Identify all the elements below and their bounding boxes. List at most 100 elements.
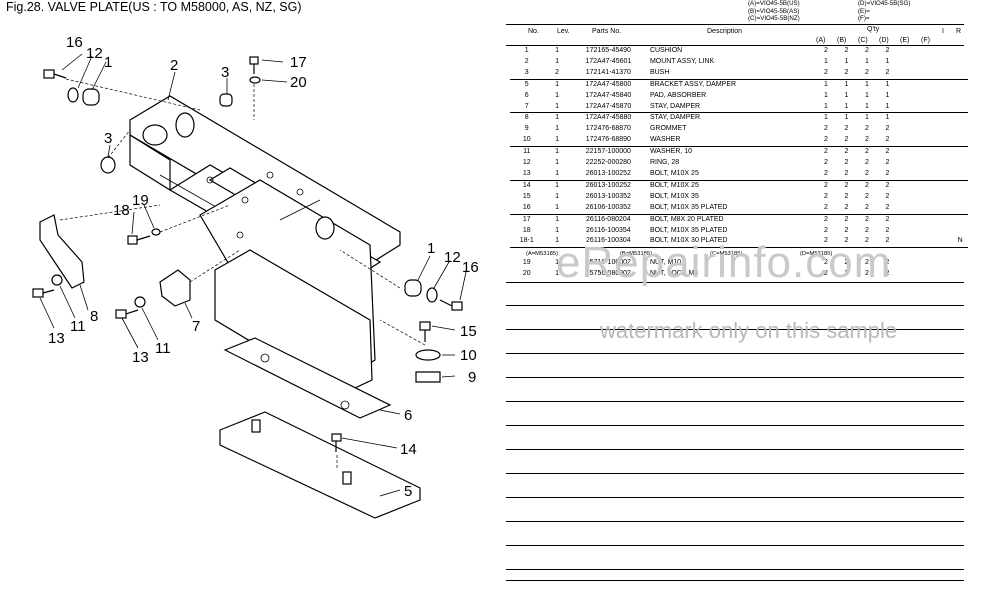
cell-desc: NUT, M10 — [645, 247, 816, 269]
cell-no: 2 — [524, 57, 529, 65]
rule-line — [506, 353, 964, 354]
table-top-rule — [506, 24, 964, 25]
cell-pn: 172A47-45601 — [585, 57, 632, 65]
cell-desc: BOLT, M8X 20 PLATED — [645, 213, 816, 226]
cell-c: 1 — [865, 91, 869, 99]
cell-desc: MOUNT ASSY, LINK — [649, 57, 715, 65]
cell-e — [898, 57, 918, 68]
cell-a: 2 — [815, 247, 837, 269]
cell-pn: 25716-100002 — [570, 247, 646, 269]
cell-r — [952, 226, 968, 237]
cell-i — [939, 124, 953, 135]
cell-pn: 26013-100252 — [585, 169, 631, 177]
cell-e — [898, 192, 918, 203]
cell-pn: 172141-41370 — [585, 68, 631, 76]
header-parts-no: Parts No. — [592, 28, 622, 35]
cell-lev: 1 — [555, 91, 560, 99]
callout-3b: 3 — [104, 130, 112, 147]
cell-lev: 1 — [555, 159, 560, 167]
cell-i — [939, 135, 953, 146]
cell-b: 2 — [836, 213, 857, 226]
cell-r — [952, 269, 968, 280]
cell-c: 2 — [865, 169, 869, 177]
header-b: (B) — [837, 37, 847, 44]
cell-i — [939, 192, 953, 203]
cell-no: 3 — [524, 68, 529, 76]
cell-no: 6 — [524, 91, 529, 99]
cell-no: 15 — [522, 192, 531, 200]
header-e: (E) — [900, 37, 910, 44]
cell-e — [898, 236, 918, 247]
cell-r — [952, 203, 968, 214]
cell-desc: BOLT, M10X 35 PLATED — [649, 203, 728, 211]
cell-pn: 172476-68870 — [585, 125, 631, 133]
cell-f — [918, 146, 939, 159]
cell-a: 1 — [823, 57, 828, 65]
cell-desc: WASHER — [649, 136, 681, 144]
header-a: (A) — [816, 37, 826, 44]
note-f: (F)= — [858, 15, 870, 23]
cell-d: 1 — [885, 91, 890, 99]
cell-b: 2 — [844, 226, 849, 234]
cell-a: 2 — [815, 213, 837, 226]
bolt-18 — [127, 235, 151, 245]
cell-a: 2 — [823, 169, 828, 177]
rule-line — [506, 329, 964, 330]
cell-f — [918, 68, 938, 79]
cell-b: 2 — [836, 146, 857, 159]
cell-c: 2 — [865, 226, 869, 234]
callout-11a: 11 — [70, 318, 86, 335]
ring-12a — [67, 87, 79, 103]
callout-17: 17 — [290, 54, 307, 71]
exploded-parts-diagram: 16 12 1 2 3 17 20 3 19 18 1 12 16 8 11 1… — [32, 34, 479, 519]
cell-d: 2 — [885, 136, 890, 144]
cell-f — [918, 102, 938, 113]
cell-f — [918, 269, 938, 280]
callout-14: 14 — [400, 441, 417, 458]
cell-e — [898, 169, 918, 180]
cell-pn: 172A47-45800 — [570, 78, 646, 91]
note-b: (B)=VIO45-5B(AS) — [748, 7, 800, 15]
cell-b: 2 — [844, 136, 849, 144]
cell-a: 2 — [823, 136, 828, 144]
cell-no: 13 — [522, 169, 531, 177]
cell-e — [898, 203, 918, 214]
cell-lev: 1 — [555, 136, 560, 144]
cell-desc: RING, 28 — [649, 159, 680, 167]
cell-lev: 1 — [543, 247, 571, 269]
nut-19 — [151, 228, 161, 236]
cell-r — [952, 179, 968, 192]
cell-lev: 1 — [555, 47, 560, 54]
cell-e — [897, 146, 919, 159]
cell-no: 10 — [522, 136, 531, 144]
cell-a: 2 — [823, 203, 828, 211]
rule-line — [506, 569, 964, 570]
cell-r — [952, 124, 968, 135]
cell-i — [939, 226, 953, 237]
rule-line — [506, 425, 964, 426]
cell-a: 2 — [815, 179, 837, 192]
cell-r — [952, 247, 968, 269]
cell-c: 1 — [865, 57, 869, 65]
cell-e — [898, 269, 918, 280]
note-a: (A)=VIO45-5B(US) — [748, 0, 800, 7]
cell-b: 1 — [836, 112, 857, 125]
cell-lev: 1 — [555, 125, 560, 133]
cell-f — [918, 192, 938, 203]
cell-r — [952, 169, 968, 180]
cell-c: 2 — [865, 159, 869, 167]
cell-a: 2 — [823, 125, 828, 133]
cell-r — [952, 91, 968, 102]
callout-7: 7 — [192, 318, 200, 335]
cell-d: 2 — [885, 269, 890, 277]
rule-line — [506, 521, 964, 522]
cell-b: 2 — [836, 179, 857, 192]
bolt-13a — [32, 288, 55, 298]
